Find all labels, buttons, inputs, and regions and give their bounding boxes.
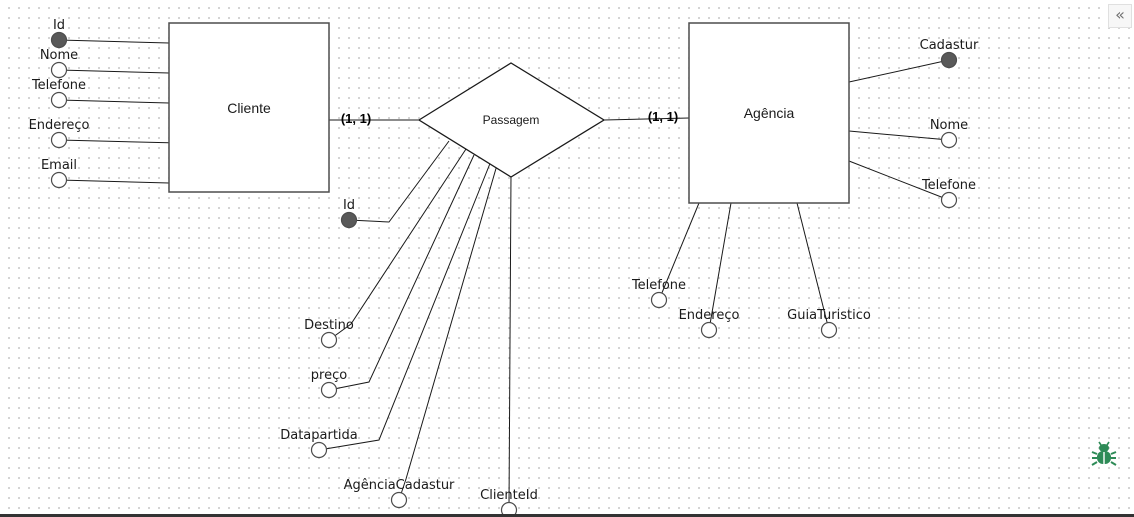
attr-agencia-guiaturistico-marker[interactable] bbox=[820, 321, 838, 339]
attr-passagem-agenciacadastur-label: AgênciaCadastur bbox=[344, 478, 455, 493]
entity-cliente[interactable]: Cliente bbox=[168, 22, 330, 193]
relationship-passagem-label: Passagem bbox=[483, 113, 540, 127]
attr-passagem-preco-label: preço bbox=[311, 368, 347, 383]
attr-cliente-endereco-marker[interactable] bbox=[50, 131, 68, 149]
attr-passagem-datapartida-marker[interactable] bbox=[310, 441, 328, 459]
edge-agencia-telefone bbox=[848, 160, 950, 201]
edge-passagem-agenciacadastur bbox=[398, 164, 498, 501]
entity-agencia[interactable]: Agência bbox=[688, 22, 850, 204]
edge-cliente-nome bbox=[58, 69, 170, 74]
edge-agencia-endereco bbox=[708, 202, 732, 331]
attr-agencia-cadastur-key-marker[interactable] bbox=[940, 51, 958, 69]
attr-agencia-telefone-bottom-marker[interactable] bbox=[650, 291, 668, 309]
attr-agencia-endereco-marker[interactable] bbox=[700, 321, 718, 339]
entity-cliente-box[interactable] bbox=[168, 22, 330, 193]
entity-cliente-label: Cliente bbox=[227, 100, 271, 116]
attr-agencia-telefone-bottom-label: Telefone bbox=[631, 278, 686, 293]
attr-passagem-agenciacadastur-marker[interactable] bbox=[390, 491, 408, 509]
edge-passagem-preco bbox=[328, 154, 475, 391]
attr-agencia-cadastur-label: Cadastur bbox=[920, 38, 979, 53]
attr-agencia-nome-label: Nome bbox=[930, 118, 968, 133]
edge-agencia-telefone-bottom bbox=[658, 202, 700, 301]
attr-agencia-telefone-label: Telefone bbox=[921, 178, 976, 193]
edge-passagem-agencia bbox=[603, 117, 690, 121]
edge-cliente-id bbox=[58, 39, 170, 44]
attr-passagem-destino-marker[interactable] bbox=[320, 331, 338, 349]
attr-agencia-guiaturistico-label: GuiaTuristico bbox=[787, 308, 871, 323]
attr-agencia-telefone-marker[interactable] bbox=[940, 191, 958, 209]
edge-passagem-destino bbox=[328, 148, 467, 341]
bottom-border bbox=[0, 514, 1134, 517]
attr-passagem-destino-label: Destino bbox=[304, 318, 354, 333]
edge-cliente-email bbox=[58, 179, 170, 184]
edge-cliente-endereco bbox=[58, 139, 180, 144]
attr-cliente-nome-marker[interactable] bbox=[50, 61, 68, 79]
attr-passagem-id-key-marker[interactable] bbox=[340, 211, 358, 229]
edge-passagem-clienteid bbox=[508, 173, 512, 509]
attr-cliente-telefone-label: Telefone bbox=[31, 78, 86, 93]
edge-passagem-id bbox=[348, 140, 450, 223]
attr-passagem-clienteid-label: ClienteId bbox=[480, 488, 538, 503]
cardinality-left: (1, 1) bbox=[341, 111, 371, 126]
attr-passagem-datapartida-label: Datapartida bbox=[280, 428, 358, 443]
collapse-panel-button[interactable]: « bbox=[1108, 4, 1132, 28]
edge-agencia-cadastur bbox=[848, 59, 950, 83]
bug-report-icon[interactable] bbox=[1091, 441, 1117, 469]
attr-passagem-preco-marker[interactable] bbox=[320, 381, 338, 399]
attr-passagem-id-label: Id bbox=[343, 198, 355, 213]
edge-agencia-guiaturistico bbox=[796, 202, 830, 331]
edge-cliente-telefone bbox=[58, 99, 170, 104]
attr-agencia-nome-marker[interactable] bbox=[940, 131, 958, 149]
edge-agencia-nome bbox=[848, 130, 950, 141]
attr-cliente-endereco-label: Endereço bbox=[29, 118, 90, 133]
attribute-markers bbox=[50, 31, 958, 517]
entity-agencia-box[interactable] bbox=[688, 22, 850, 204]
relationship-passagem-diamond[interactable] bbox=[417, 62, 606, 178]
entity-agencia-label: Agência bbox=[744, 105, 795, 121]
attr-cliente-id-key-marker[interactable] bbox=[50, 31, 68, 49]
attr-cliente-email-label: Email bbox=[41, 158, 77, 173]
attribute-labels: Id Nome Telefone Endereço Email Id Desti… bbox=[29, 18, 979, 503]
attr-passagem-clienteid-marker[interactable] bbox=[500, 501, 518, 517]
attr-cliente-nome-label: Nome bbox=[40, 48, 78, 63]
attr-cliente-id-label: Id bbox=[53, 18, 65, 33]
attr-agencia-endereco-label: Endereço bbox=[679, 308, 740, 323]
attr-cliente-email-marker[interactable] bbox=[50, 171, 68, 189]
edge-passagem-datapartida bbox=[318, 160, 492, 451]
cardinality-right: (1, 1) bbox=[648, 109, 678, 124]
relationship-passagem[interactable]: Passagem bbox=[417, 62, 606, 178]
attr-cliente-telefone-marker[interactable] bbox=[50, 91, 68, 109]
